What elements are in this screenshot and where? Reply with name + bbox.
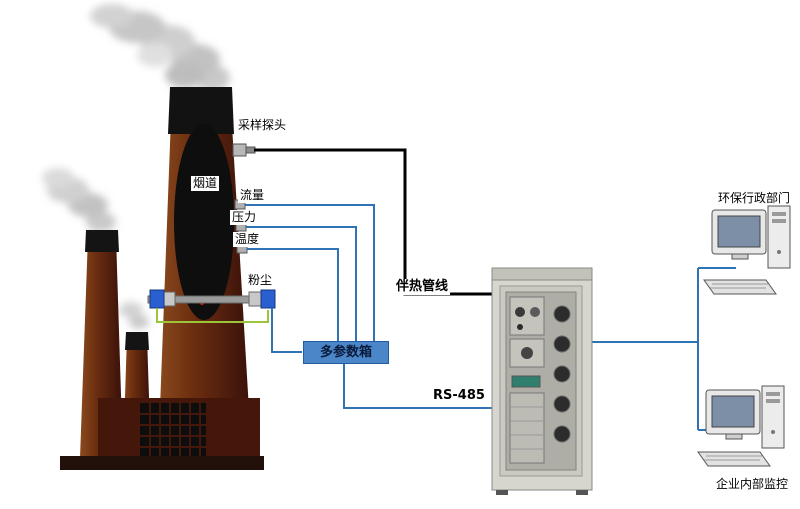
dust-wire-green (156, 308, 269, 323)
flow-signal-line (245, 204, 375, 341)
enterprise-computer-icon (697, 385, 785, 467)
label-enterprise-monitor: 企业内部监控 (716, 477, 789, 491)
rs485-line (343, 363, 492, 409)
label-dust: 粉尘 (246, 273, 275, 288)
label-pressure: 压力 (230, 210, 259, 225)
flue-cavity (174, 124, 234, 320)
epa-computer-icon (703, 205, 791, 295)
label-flow: 流量 (238, 188, 267, 203)
pressure-signal-line (246, 226, 357, 341)
label-flue: 烟道 (191, 176, 220, 191)
dust-signal-line (271, 308, 302, 353)
analyzer-cabinet-icon (491, 267, 593, 495)
factory-building-icon (98, 398, 260, 458)
label-rs485: RS-485 (433, 388, 485, 403)
smoke-plume-small-icon (119, 302, 149, 329)
label-sampling-probe: 采样探头 (236, 118, 289, 133)
dust-sensor-icon (147, 289, 276, 309)
chimney-main-icon (158, 87, 252, 460)
multi-param-box: 多参数箱 (303, 341, 389, 364)
label-epa-department: 环保行政部门 (718, 191, 791, 205)
smoke-plume-main-icon (90, 4, 230, 91)
smoke-plume-left-icon (42, 168, 116, 232)
sampling-probe-icon (232, 143, 256, 157)
factory-base (60, 456, 264, 470)
temperature-signal-line (247, 248, 339, 341)
label-temperature: 温度 (233, 232, 262, 247)
label-heated-line: 伴热管线 (394, 279, 451, 296)
